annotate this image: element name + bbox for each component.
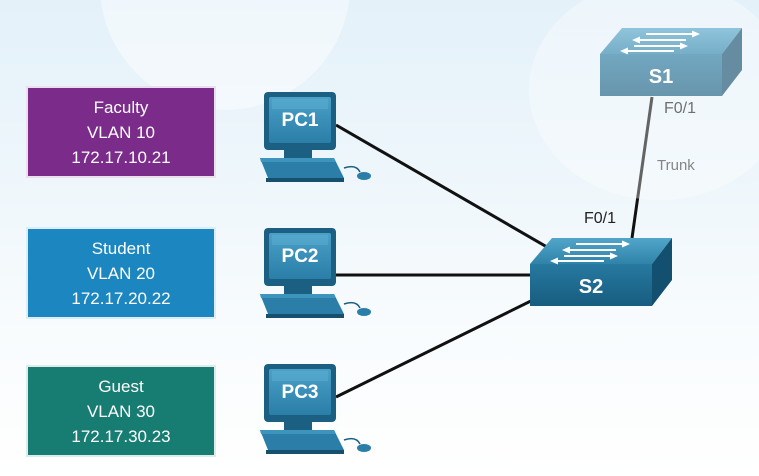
trunk-link <box>630 96 654 239</box>
switch-s1-label: S1 <box>649 66 673 88</box>
pc2-icon[interactable]: PC2 <box>259 227 372 319</box>
pc3-label: PC3 <box>282 382 319 403</box>
vlan-box-student: Student VLAN 20 172.17.20.22 <box>26 227 216 319</box>
s2-port-label: F0/1 <box>584 210 617 227</box>
pc1-icon[interactable]: PC1 <box>259 91 372 183</box>
switch-s1-icon[interactable]: S1 <box>599 27 743 97</box>
vlan-group-name: Student <box>91 238 151 258</box>
vlan-id: VLAN 10 <box>86 122 156 142</box>
vlan-id: VLAN 20 <box>86 263 156 283</box>
vlan-ip-address: 172.17.30.23 <box>71 426 171 446</box>
vlan-ip-address: 172.17.10.21 <box>71 147 171 167</box>
switch-s2-label: S2 <box>579 276 603 298</box>
vlan-box-guest: Guest VLAN 30 172.17.30.23 <box>26 365 216 457</box>
vlan-ip-address: 172.17.20.22 <box>71 288 171 308</box>
pc3-icon[interactable]: PC3 <box>259 363 372 455</box>
link-pc3-s2 <box>335 294 542 399</box>
pc2-label: PC2 <box>282 246 319 267</box>
pc1-label: PC1 <box>282 110 319 131</box>
vlan-box-faculty: Faculty VLAN 10 172.17.10.21 <box>26 86 216 178</box>
vlan-group-name: Faculty <box>93 97 149 117</box>
vlan-group-name: Guest <box>98 376 144 396</box>
trunk-label: Trunk <box>657 157 695 174</box>
vlan-id: VLAN 30 <box>86 401 156 421</box>
link-pc1-s2 <box>335 123 567 260</box>
s1-port-label: F0/1 <box>664 100 697 117</box>
switch-s2-icon[interactable]: S2 <box>529 237 673 307</box>
